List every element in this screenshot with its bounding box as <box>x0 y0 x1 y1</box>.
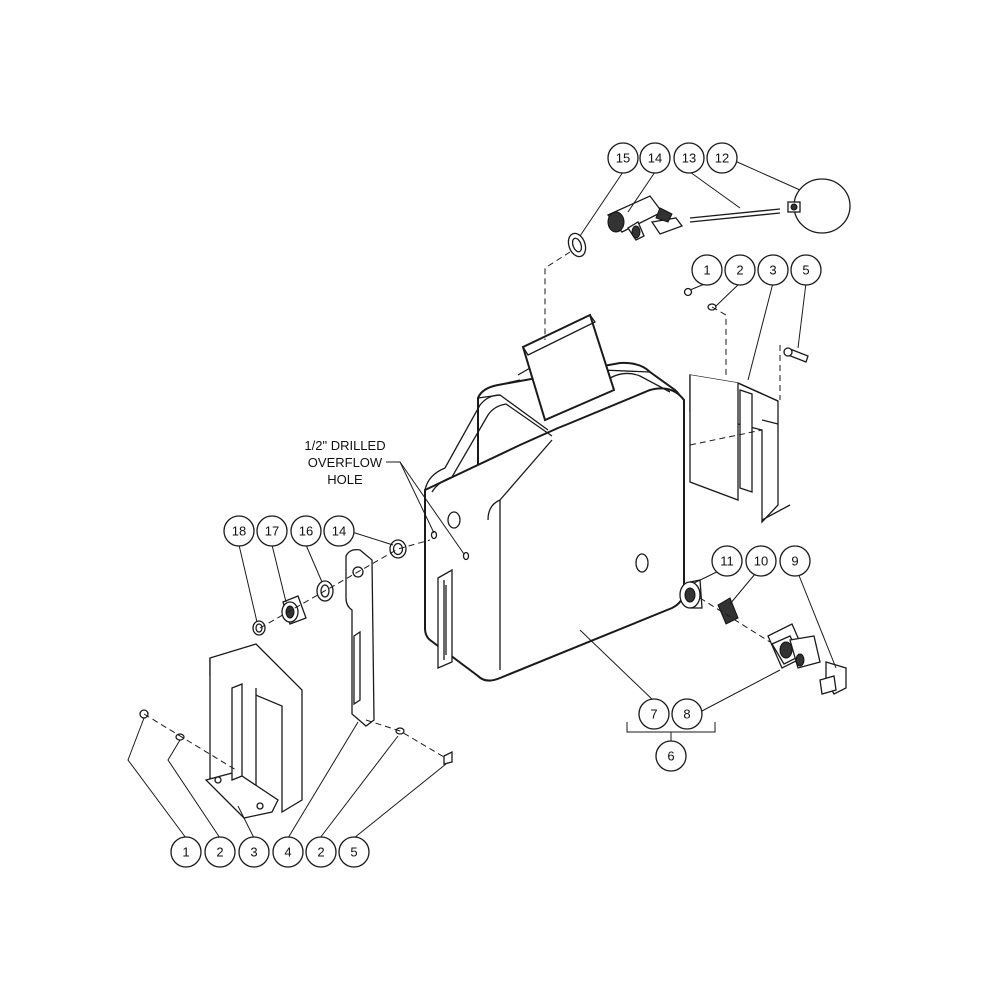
svg-text:2: 2 <box>736 263 743 278</box>
leader-lines <box>127 160 837 839</box>
balloon-4-bottom: 4 <box>272 836 304 868</box>
strap-bracket <box>345 548 375 727</box>
svg-text:13: 13 <box>682 151 696 166</box>
drain-fittings <box>679 579 847 695</box>
tank-lid <box>517 313 616 422</box>
note-line-3: HOLE <box>327 472 363 487</box>
svg-text:5: 5 <box>350 845 357 860</box>
svg-text:3: 3 <box>769 263 776 278</box>
svg-text:9: 9 <box>791 554 798 569</box>
balloon-2-bottom-b: 2 <box>305 836 337 868</box>
right-bracket <box>683 287 809 524</box>
svg-text:14: 14 <box>332 524 346 539</box>
note-line-1: 1/2" DRILLED <box>304 438 385 453</box>
balloon-10: 10 <box>745 545 777 577</box>
bottom-hardware <box>139 709 453 765</box>
balloon-17: 17 <box>256 515 288 547</box>
svg-text:4: 4 <box>284 845 291 860</box>
svg-text:14: 14 <box>648 151 662 166</box>
balloon-7: 7 <box>638 698 670 730</box>
svg-text:5: 5 <box>802 263 809 278</box>
svg-text:15: 15 <box>616 151 630 166</box>
left-bracket <box>204 643 303 819</box>
balloon-9: 9 <box>779 545 811 577</box>
svg-text:1: 1 <box>182 845 189 860</box>
balloon-5-bottom: 5 <box>338 836 370 868</box>
balloon-15-top: 15 <box>607 142 639 174</box>
balloon-3-bottom: 3 <box>238 836 270 868</box>
svg-text:1: 1 <box>703 263 710 278</box>
overflow-hole-note: 1/2" DRILLED OVERFLOW HOLE <box>304 438 385 487</box>
balloon-1-bottom: 1 <box>170 836 202 868</box>
balloon-3-right: 3 <box>757 254 789 286</box>
fill-fittings <box>252 539 407 636</box>
assembly-centerlines <box>143 251 781 771</box>
svg-text:11: 11 <box>720 554 734 569</box>
svg-text:10: 10 <box>754 554 768 569</box>
svg-text:3: 3 <box>250 845 257 860</box>
note-line-2: OVERFLOW <box>308 455 383 470</box>
balloon-8: 8 <box>671 698 703 730</box>
svg-text:12: 12 <box>715 151 729 166</box>
svg-text:7: 7 <box>650 707 657 722</box>
balloon-11: 11 <box>711 545 743 577</box>
balloon-1-right: 1 <box>691 254 723 286</box>
svg-text:2: 2 <box>216 845 223 860</box>
balloon-16: 16 <box>290 515 322 547</box>
svg-text:16: 16 <box>299 524 313 539</box>
tank-body <box>424 361 685 682</box>
balloon-14-left: 14 <box>323 515 355 547</box>
svg-text:17: 17 <box>265 524 279 539</box>
balloon-13-top: 13 <box>673 142 705 174</box>
float-valve-assembly <box>567 178 851 258</box>
svg-text:2: 2 <box>317 845 324 860</box>
svg-text:6: 6 <box>667 749 674 764</box>
balloon-12-top: 12 <box>706 142 738 174</box>
svg-text:8: 8 <box>683 707 690 722</box>
balloon-18: 18 <box>223 515 255 547</box>
balloon-2-right: 2 <box>724 254 756 286</box>
balloon-5-right: 5 <box>790 254 822 286</box>
svg-text:18: 18 <box>232 524 246 539</box>
balloon-6: 6 <box>655 740 687 772</box>
balloon-14-top: 14 <box>639 142 671 174</box>
balloon-2-bottom-a: 2 <box>204 836 236 868</box>
